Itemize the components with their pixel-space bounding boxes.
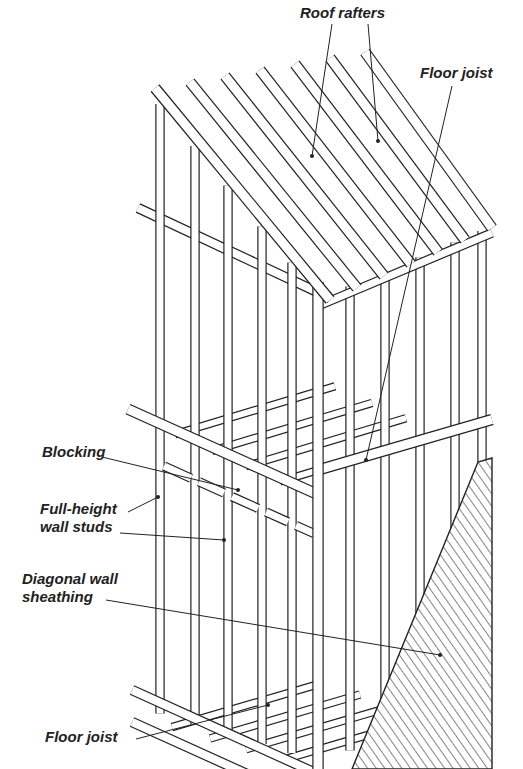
part-label: Diagonal wall sheathing xyxy=(22,570,144,606)
member-face xyxy=(296,525,314,533)
member-face xyxy=(157,104,164,714)
leader-line xyxy=(366,86,452,460)
leader-dot xyxy=(236,488,240,492)
member-face xyxy=(347,287,354,751)
leader-dot xyxy=(156,495,160,499)
leader-line xyxy=(120,533,224,540)
framing-member xyxy=(260,70,411,264)
member-outline xyxy=(128,409,318,495)
framing-member xyxy=(318,420,492,470)
framing-member xyxy=(350,287,351,751)
framing-member xyxy=(160,104,161,714)
leader-line xyxy=(128,497,158,512)
member-face xyxy=(365,52,492,228)
member-face xyxy=(259,226,266,744)
member-face xyxy=(132,722,320,769)
framing-member xyxy=(365,52,492,228)
member-outline xyxy=(257,226,266,744)
member-face xyxy=(232,497,258,509)
framing-member xyxy=(296,525,314,533)
member-outline xyxy=(318,420,492,470)
member-face xyxy=(266,512,288,522)
member-outline xyxy=(266,512,288,522)
framing-member xyxy=(330,58,465,240)
leader-lines xyxy=(102,24,452,739)
member-outline xyxy=(260,70,411,264)
member-outline xyxy=(365,52,492,228)
framing-members xyxy=(128,52,492,769)
framing-member xyxy=(132,722,320,769)
framing-member xyxy=(266,512,288,522)
member-face xyxy=(128,409,318,495)
leader-line xyxy=(136,705,268,739)
member-face xyxy=(318,420,492,470)
member-face xyxy=(330,58,465,240)
framing-member xyxy=(128,409,318,495)
member-outline xyxy=(296,525,314,533)
leader-line xyxy=(368,24,378,141)
framing-member xyxy=(232,497,258,509)
member-face xyxy=(295,64,438,252)
member-face xyxy=(289,262,296,753)
part-label: Roof rafters xyxy=(300,4,385,22)
part-label: Floor joist xyxy=(420,64,493,82)
member-face xyxy=(260,70,411,264)
member-outline xyxy=(312,282,323,769)
leader-dot xyxy=(364,458,368,462)
member-outline xyxy=(287,262,296,753)
leader-dot xyxy=(222,538,226,542)
leader-line xyxy=(106,600,440,655)
member-face xyxy=(164,466,191,478)
framing-member xyxy=(164,466,191,478)
leader-dot xyxy=(266,703,270,707)
part-label: Blocking xyxy=(42,443,105,461)
framing-member xyxy=(262,226,263,744)
member-outline xyxy=(232,497,258,509)
member-face xyxy=(314,282,323,769)
member-outline xyxy=(295,64,438,252)
framing-member xyxy=(295,64,438,252)
framing-member xyxy=(318,282,319,769)
member-outline xyxy=(155,104,164,714)
framing-member xyxy=(292,262,293,753)
member-outline xyxy=(164,466,191,478)
leader-line xyxy=(102,457,238,490)
leader-line xyxy=(312,24,332,156)
member-outline xyxy=(380,272,389,740)
member-face xyxy=(382,272,389,740)
sheathing-panel xyxy=(352,458,492,769)
part-label: Floor joist xyxy=(45,728,118,746)
member-outline xyxy=(345,287,354,751)
framing-member xyxy=(385,272,386,740)
part-label: Full-height wall studs xyxy=(40,500,136,536)
leader-dot xyxy=(438,653,442,657)
leader-dot xyxy=(376,139,380,143)
member-outline xyxy=(132,722,320,769)
member-outline xyxy=(330,58,465,240)
leader-dot xyxy=(310,154,314,158)
